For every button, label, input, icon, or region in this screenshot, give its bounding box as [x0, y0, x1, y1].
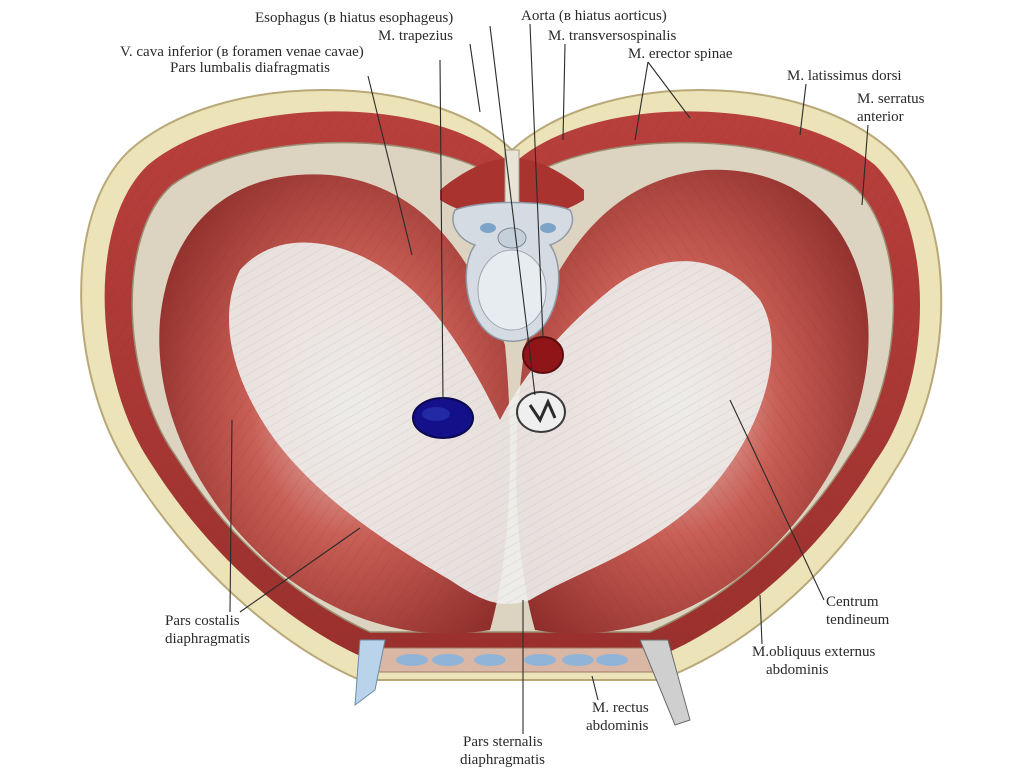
leader-latissimus [799, 83, 807, 136]
label-latissimus: M. latissimus dorsi [787, 68, 902, 84]
leader-centrum [729, 399, 825, 601]
leader-erector-spinae-2 [647, 61, 691, 119]
label-centrum-line2: tendineum [826, 612, 890, 628]
leader-serratus [861, 124, 869, 206]
leader-trapezius [469, 43, 481, 113]
esophagus-lumen [528, 398, 557, 424]
label-transversospinalis: M. transversospinalis [548, 28, 676, 44]
label-trapezius: M. trapezius [378, 28, 453, 44]
label-vena-cava: V. cava inferior (в foramen venae cavae) [120, 44, 364, 60]
cartilage-2 [432, 654, 464, 666]
leader-vena-cava [439, 59, 444, 401]
label-esophagus: Esophagus (в hiatus esophageus) [255, 10, 453, 26]
leader-erector-spinae-1 [634, 61, 649, 141]
label-obliquus-line2: abdominis [766, 662, 829, 678]
label-sternalis-line1: Pars sternalis [463, 734, 543, 750]
cartilage-3 [474, 654, 506, 666]
label-serratus-line1: M. serratus [857, 91, 925, 107]
central-tendon-texture [228, 242, 772, 604]
esophagus-opening [516, 391, 566, 433]
label-sternalis-line2: diaphragmatis [460, 752, 545, 768]
cartilage-5 [562, 654, 594, 666]
label-serratus-line2: anterior [857, 109, 904, 125]
vena-cava-highlight [422, 407, 450, 421]
leader-aorta [529, 23, 544, 339]
left-rib-stump [354, 639, 386, 707]
cartilage-4 [524, 654, 556, 666]
label-erector-spinae: M. erector spinae [628, 46, 733, 62]
spinal-canal [497, 227, 527, 249]
right-neural-foramen [540, 223, 556, 233]
leader-pars-lumbalis [367, 75, 413, 256]
leader-costalis-2 [239, 527, 361, 613]
label-rectus-line2: abdominis [586, 718, 649, 734]
leader-transversospinalis [562, 43, 566, 141]
leader-rectus [591, 675, 599, 701]
label-rectus-line1: M. rectus [592, 700, 649, 716]
spinous-process [504, 149, 520, 211]
vertebral-body [477, 249, 547, 331]
label-obliquus-line1: M.obliquus externus [752, 644, 875, 660]
leader-lines [229, 23, 869, 734]
cartilage-1 [396, 654, 428, 666]
label-costalis-line2: diaphragmatis [165, 631, 250, 647]
left-neural-foramen [480, 223, 496, 233]
label-aorta: Aorta (в hiatus aorticus) [521, 8, 667, 24]
label-centrum-line1: Centrum [826, 594, 879, 610]
label-costalis-line1: Pars costalis [165, 613, 240, 629]
leader-costalis-1 [229, 419, 233, 613]
leader-obliquus [759, 594, 763, 645]
right-rib-stump [639, 639, 691, 726]
cartilage-6 [596, 654, 628, 666]
leader-esophagus [489, 25, 536, 396]
label-pars-lumbalis: Pars lumbalis diafragmatis [170, 60, 330, 76]
